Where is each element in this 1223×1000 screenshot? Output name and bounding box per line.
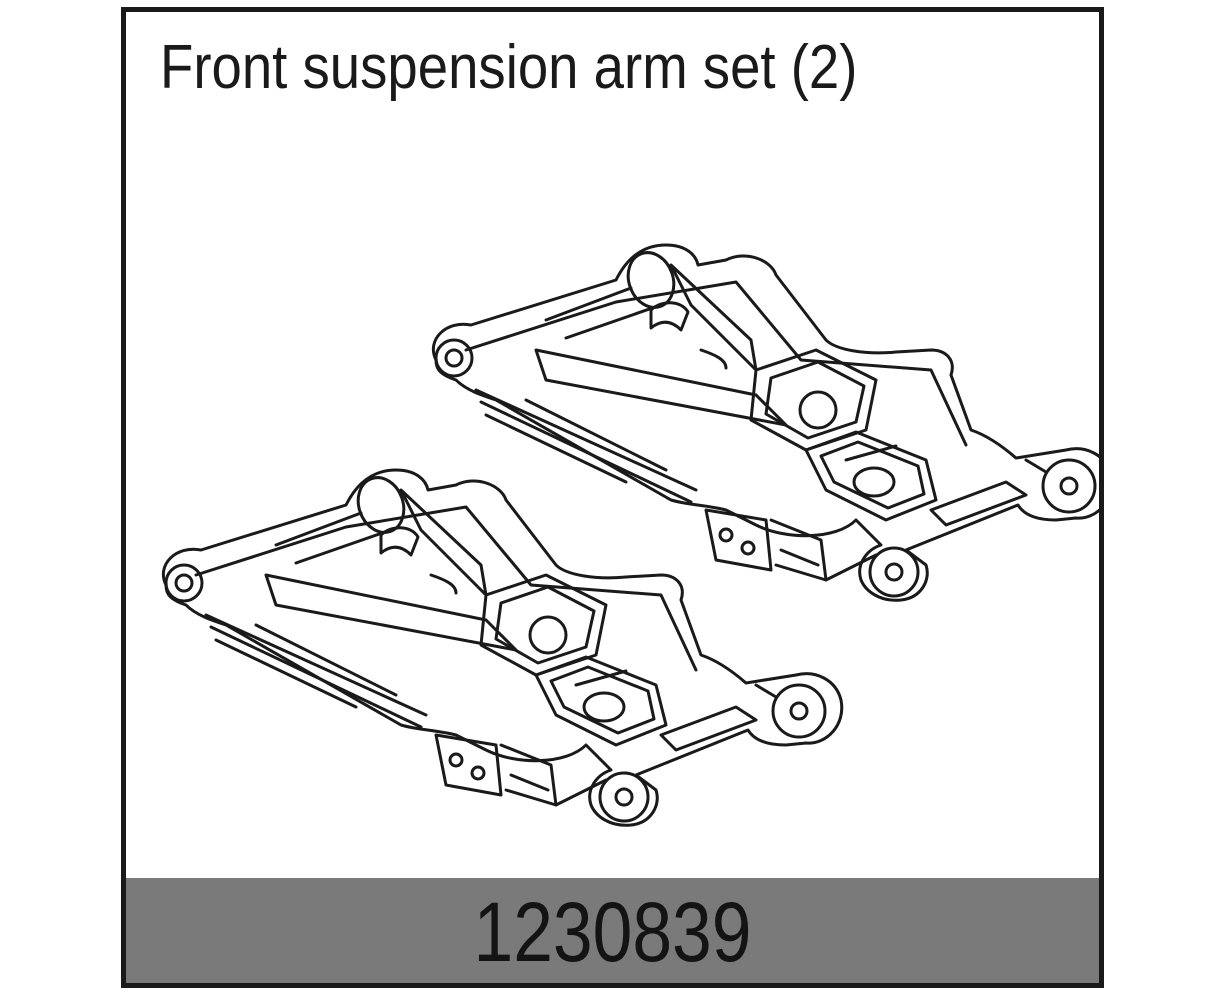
suspension-arm-illustration	[126, 190, 1114, 870]
suspension-arm-lower	[161, 468, 844, 827]
suspension-arm-upper	[431, 243, 1114, 602]
product-title: Front suspension arm set (2)	[160, 33, 858, 102]
part-number-bar: 1230839	[126, 878, 1099, 983]
part-number: 1230839	[473, 885, 752, 979]
